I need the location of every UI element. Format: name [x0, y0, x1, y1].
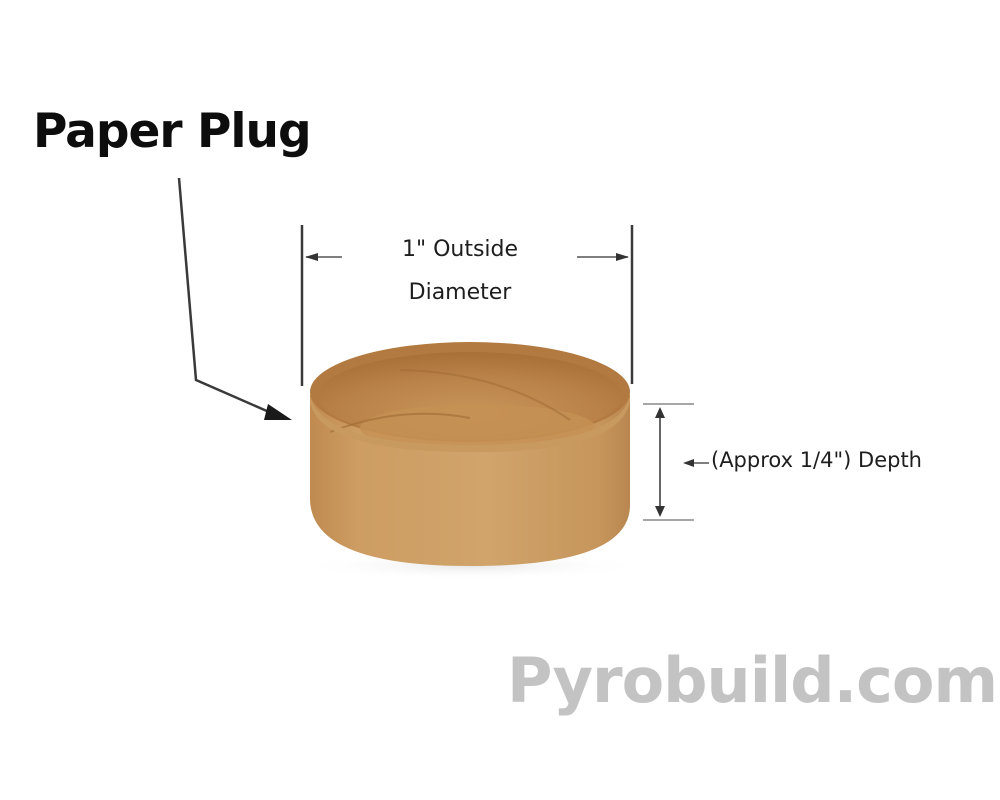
spiral-seam — [399, 369, 571, 421]
diameter-label-line2: Diameter — [408, 280, 512, 305]
title-paper-plug: Paper Plug — [33, 104, 312, 159]
diameter-label-line1: 1" Outside — [401, 237, 519, 262]
depth-label-arrow-head — [683, 459, 694, 467]
spiral-seam — [329, 412, 471, 433]
depth-arrow-up — [655, 407, 665, 418]
depth-label: (Approx 1/4") Depth — [711, 448, 922, 472]
watermark-pyrobuild: Pyrobuild.com — [507, 644, 998, 717]
pointer-arrow-head — [264, 404, 292, 420]
diameter-label: 1" Outside Diameter — [340, 228, 580, 314]
pointer-arrow-line — [177, 177, 277, 417]
paper-plug-floor — [360, 404, 596, 452]
diameter-left-arrow-head — [305, 253, 318, 261]
diameter-right-arrow-head — [616, 253, 629, 261]
depth-arrow-down — [655, 506, 665, 517]
